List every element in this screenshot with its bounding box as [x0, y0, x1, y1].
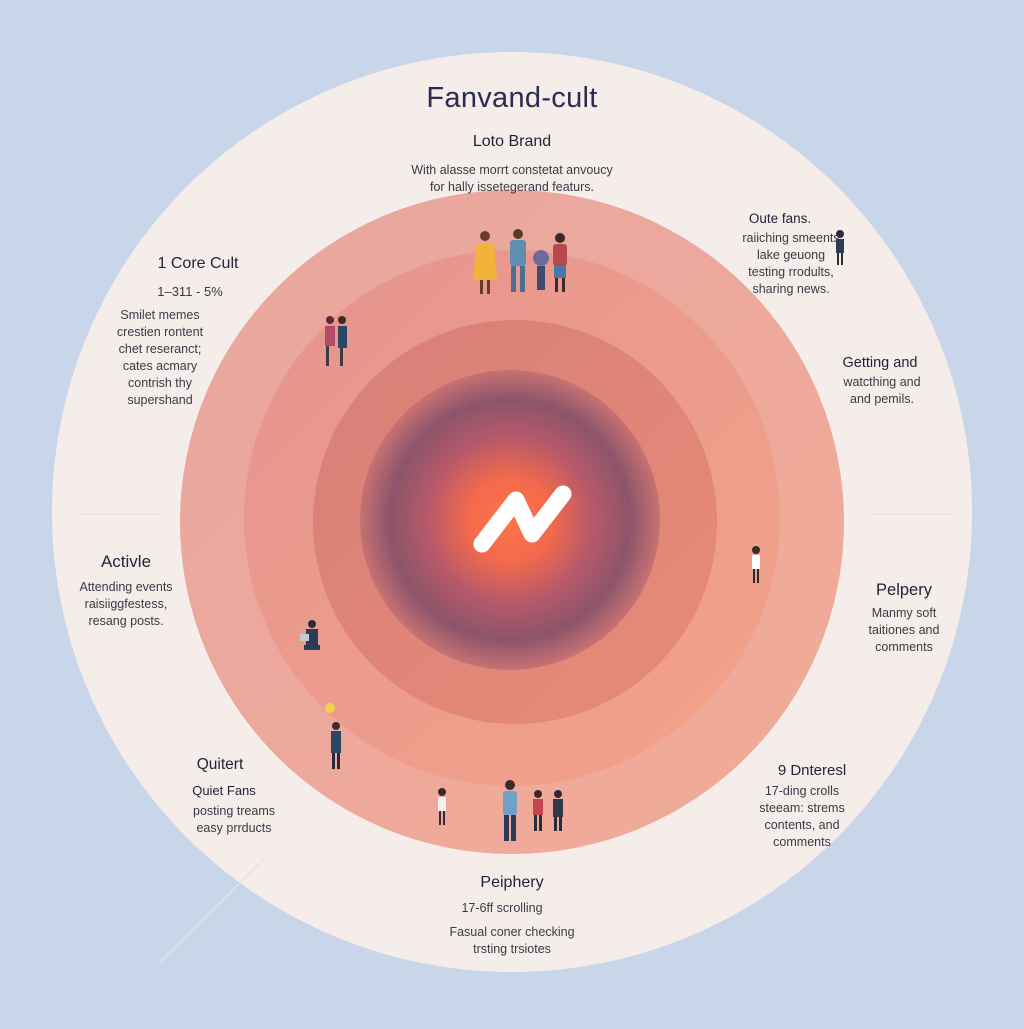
core-cult-line: cates acmary	[122, 359, 198, 373]
peiphery-line: Fasual coner checking	[449, 925, 575, 939]
peiphery-line: trsting trsiotes	[473, 942, 551, 956]
core-cult-description: Smilet memes crestien rontent chet reser…	[70, 307, 250, 409]
pelpery-line: taitiones and	[868, 623, 940, 637]
core-cult-line: Smilet memes	[120, 308, 200, 322]
quiet-line: easy prrducts	[196, 821, 272, 835]
people-figure-icon	[438, 788, 446, 825]
people-figure-icon	[533, 250, 549, 290]
quiet-heading: Quitert	[196, 756, 244, 773]
people-figure-icon	[300, 620, 320, 650]
core-cult-line: supershand	[127, 393, 193, 407]
people-figure-icon	[836, 230, 844, 265]
interest-description: 17-ding crolls steeam: strems contents, …	[722, 783, 882, 851]
core-cult-line: crestien rontent	[116, 325, 204, 339]
people-figure-icon	[533, 790, 543, 831]
core-cult-line: contrish thy	[128, 376, 192, 390]
quiet-description: posting treams easy prrducts	[164, 803, 304, 837]
peiphery-description: Fasual coner checking trsting trsiotes	[412, 924, 612, 958]
active-line: Attending events	[79, 580, 173, 594]
peiphery-stat: 17-6ff scrolling	[461, 901, 543, 915]
outer-fans-line: testing rrodults,	[748, 265, 834, 279]
interest-line: steeam: strems	[759, 801, 845, 815]
outer-fans-line: sharing news.	[752, 282, 830, 296]
pelpery-heading: Pelpery	[876, 581, 932, 599]
core-cult-line: chet reseranct;	[118, 342, 202, 356]
core-cult-stat: 1–311 - 5%	[157, 284, 223, 299]
getting-line: and pemils.	[850, 392, 914, 406]
people-figure-icon	[510, 229, 526, 292]
active-description: Attending events raisiiggfestess, resang…	[56, 579, 196, 630]
pelpery-line: Manmy soft	[871, 606, 937, 620]
quiet-subheading: Quiet Fans	[192, 783, 256, 798]
interest-line: comments	[773, 835, 831, 849]
interest-line: contents, and	[764, 818, 840, 832]
wave-logo-icon	[473, 485, 572, 553]
pelpery-description: Manmy soft taitiones and comments	[834, 605, 974, 656]
outer-fans-description: raiiching smeents lake geuong testing rr…	[706, 230, 876, 298]
people-figure-icon	[325, 703, 341, 769]
people-figure-icon	[503, 780, 517, 841]
people-figure-icon	[325, 316, 347, 366]
center-heading: Loto Brand	[472, 133, 552, 150]
outer-fans-line: raiiching smeents	[742, 231, 840, 245]
people-figure-icon	[473, 231, 497, 294]
quiet-line: posting treams	[193, 804, 275, 818]
people-figure-icon	[553, 790, 563, 831]
center-line: With alasse morrt constetat anvoucy	[411, 163, 613, 177]
peiphery-heading: Peiphery	[480, 874, 544, 891]
center-line: for hally issetegerand featurs.	[430, 180, 594, 194]
people-figure-icon	[752, 546, 760, 583]
interest-line: 17-ding crolls	[764, 784, 840, 798]
interest-heading: 9 Dnteresl	[777, 762, 847, 779]
pelpery-line: comments	[875, 640, 933, 654]
center-description: With alasse morrt constetat anvoucy for …	[362, 162, 662, 196]
getting-heading: Getting and	[842, 355, 918, 371]
divider-diagonal	[159, 857, 266, 963]
getting-line: watcthing and	[843, 375, 921, 389]
outer-fans-heading: Oute fans.	[748, 211, 812, 226]
outer-fans-line: lake geuong	[756, 248, 826, 262]
people-figure-icon	[553, 233, 567, 292]
active-heading: Activle	[100, 552, 152, 571]
getting-description: watcthing and and pemils.	[812, 374, 952, 408]
core-cult-heading: 1 Core Cult	[157, 255, 239, 272]
active-line: raisiiggfestess,	[84, 597, 168, 611]
diagram-title: Fanvand-cult	[426, 82, 598, 114]
active-line: resang posts.	[88, 614, 164, 628]
